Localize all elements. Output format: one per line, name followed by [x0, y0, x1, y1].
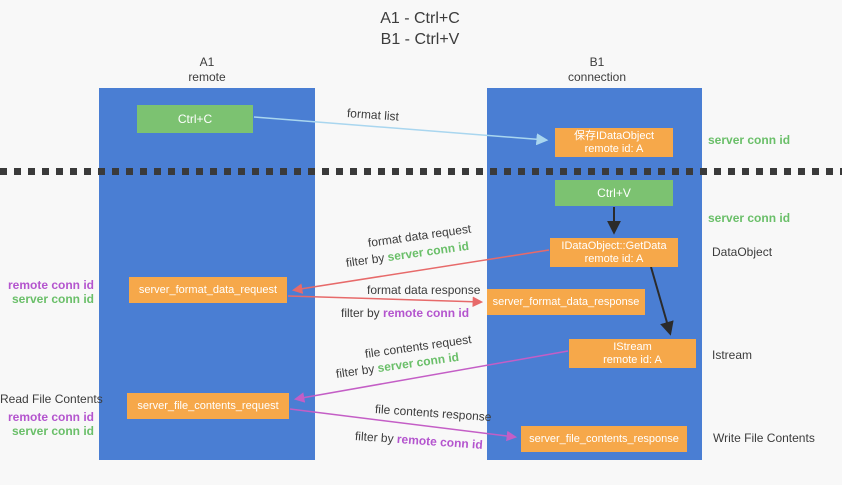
lane-a1-role: remote [188, 70, 226, 84]
side-label-istream: Istream [712, 348, 753, 362]
filter-by-text: filter by [354, 429, 395, 446]
edge-label-format-data-response: format data response [367, 283, 481, 297]
lane-header-b1: B1 connection [537, 55, 657, 85]
left-conn-id-stack-2: remote conn id server conn id [0, 410, 94, 438]
getdata-line2: remote id: A [584, 252, 644, 265]
node-server-file-contents-request: server_file_contents_request [127, 393, 289, 419]
ctrl-v-label: Ctrl+V [597, 185, 631, 200]
edge-label-filter-by-remote-conn-id-1: filter by remote conn id [341, 306, 469, 320]
remote-conn-id-text: remote conn id [383, 306, 470, 320]
edge-label-filter-by-remote-conn-id-2: filter by remote conn id [355, 429, 484, 452]
save-idataobject-line1: 保存IDataObject [573, 129, 655, 142]
server-conn-id-label: server conn id [11, 424, 94, 438]
server-file-contents-response-label: server_file_contents_response [529, 432, 679, 445]
server-format-data-request-label: server_format_data_request [138, 283, 278, 296]
remote-conn-id-label: remote conn id [7, 278, 94, 292]
remote-conn-id-label: remote conn id [7, 410, 94, 424]
filter-by-text: filter by [341, 306, 380, 320]
filter-by-text: filter by [345, 250, 386, 270]
lane-b1-role: connection [567, 70, 627, 84]
side-label-dataobject: DataObject [712, 245, 773, 259]
lane-a1-name: A1 [199, 55, 215, 69]
title-line-1: A1 - Ctrl+C [380, 10, 460, 27]
filter-by-text: filter by [335, 361, 376, 381]
side-label-read-file-contents-wrap: Read File Contents [0, 392, 103, 406]
side-label-server-conn-id-mid: server conn id [708, 211, 791, 225]
node-server-file-contents-response: server_file_contents_response [521, 426, 687, 452]
getdata-line1: IDataObject::GetData [561, 239, 667, 252]
server-file-contents-request-label: server_file_contents_request [137, 399, 279, 412]
save-idataobject-line2: remote id: A [584, 142, 644, 155]
istream-line1: IStream [613, 340, 652, 353]
server-format-data-response-label: server_format_data_response [492, 295, 640, 308]
side-label-write-file-contents: Write File Contents [713, 431, 815, 445]
title-line-2: B1 - Ctrl+V [380, 31, 460, 48]
node-save-idataobject: 保存IDataObject remote id: A [555, 128, 673, 157]
diagram-title: A1 - Ctrl+C B1 - Ctrl+V [330, 8, 510, 50]
node-istream: IStream remote id: A [569, 339, 696, 368]
remote-conn-id-text: remote conn id [396, 431, 484, 452]
side-label-read-file-contents: Read File Contents [0, 392, 103, 406]
server-conn-id-label: server conn id [11, 292, 94, 306]
left-conn-id-stack-1: remote conn id server conn id [0, 278, 94, 306]
side-label-server-conn-id-top: server conn id [708, 133, 791, 147]
edge-label-format-list: format list [346, 106, 400, 124]
istream-line2: remote id: A [603, 353, 662, 366]
edge-label-file-contents-response: file contents response [374, 402, 492, 425]
node-ctrl-c: Ctrl+C [137, 105, 253, 133]
node-idataobject-getdata: IDataObject::GetData remote id: A [550, 238, 678, 267]
lane-header-a1: A1 remote [147, 55, 267, 85]
lane-b1-name: B1 [589, 55, 605, 69]
node-server-format-data-request: server_format_data_request [129, 277, 287, 303]
phase-divider-dotted-line [0, 168, 842, 175]
node-ctrl-v: Ctrl+V [555, 180, 673, 206]
ctrl-c-label: Ctrl+C [177, 111, 213, 126]
node-server-format-data-response: server_format_data_response [487, 289, 645, 315]
